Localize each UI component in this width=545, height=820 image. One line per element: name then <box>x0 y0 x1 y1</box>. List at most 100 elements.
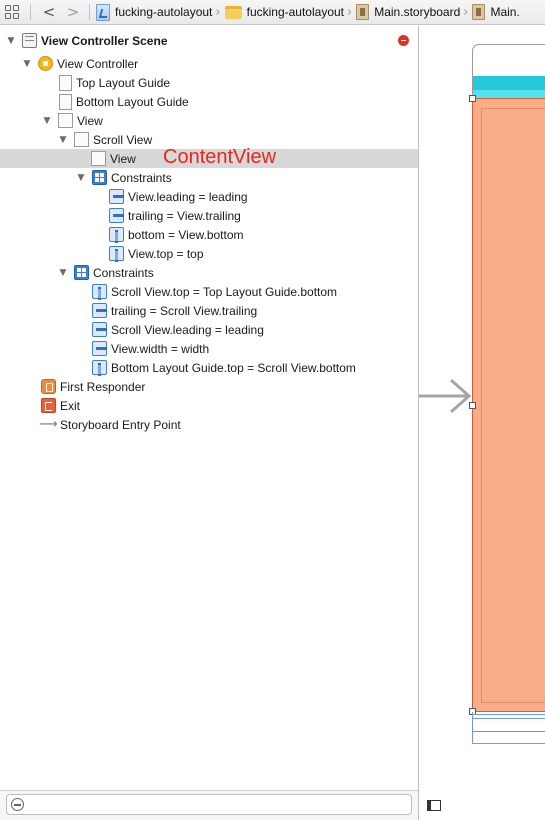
outline-row-label: Constraints <box>93 265 154 280</box>
horizontal-constraint-icon <box>92 322 107 337</box>
breadcrumb-label: Main. <box>490 5 520 19</box>
breadcrumb-storyboard[interactable]: Main.storyboard › <box>356 4 472 20</box>
outline-row-bottom-layout-guide[interactable]: Bottom Layout Guide <box>0 92 418 111</box>
error-indicator-icon[interactable] <box>398 35 409 46</box>
related-items-grid-icon[interactable] <box>5 5 21 19</box>
vertical-constraint-icon <box>92 284 107 300</box>
content-view-canvas[interactable] <box>481 108 545 703</box>
outline-row-constraint[interactable]: trailing = Scroll View.trailing <box>0 301 418 320</box>
outline-row-label: View <box>110 151 136 166</box>
outline-row-exit[interactable]: Exit <box>0 396 418 415</box>
resize-handle[interactable] <box>469 95 476 102</box>
width-constraint-icon <box>92 341 107 356</box>
outline-row-first-responder[interactable]: First Responder <box>0 377 418 396</box>
entry-arrow-icon: ⟶ <box>39 417 58 432</box>
horizontal-constraint-icon <box>109 208 124 223</box>
scroll-view-canvas[interactable] <box>472 98 545 712</box>
outline-row-scroll-view[interactable]: ▼ Scroll View <box>0 130 418 149</box>
resize-handle[interactable] <box>469 402 476 409</box>
disclosure-triangle-icon[interactable]: ▼ <box>59 267 67 278</box>
toolbar-divider <box>30 4 31 20</box>
horizontal-constraint-icon <box>109 189 124 204</box>
breadcrumb-group[interactable]: fucking-autolayout › <box>224 4 357 20</box>
disclosure-triangle-icon[interactable]: ▼ <box>23 58 31 69</box>
storyboard-entry-arrow-icon[interactable] <box>419 378 473 414</box>
exit-icon <box>41 398 56 413</box>
outline-row-top-layout-guide[interactable]: Top Layout Guide <box>0 73 418 92</box>
outline-row-constraints[interactable]: ▼ Constraints <box>0 168 418 187</box>
breadcrumb-label: fucking-autolayout <box>246 5 345 19</box>
outline-row-view-controller[interactable]: ▼ View Controller <box>0 54 418 73</box>
horizontal-constraint-icon <box>92 303 107 318</box>
filter-icon <box>11 798 24 811</box>
storyboard-icon <box>472 4 486 20</box>
outline-row-label: Scroll View.top = Top Layout Guide.botto… <box>111 284 338 299</box>
top-layout-guide-area <box>473 90 545 99</box>
breadcrumb-label: fucking-autolayout <box>115 5 213 19</box>
panel-divider[interactable] <box>418 26 419 820</box>
outline-row-constraint[interactable]: trailing = View.trailing <box>0 206 418 225</box>
outline-row-label: View Controller Scene <box>41 33 168 48</box>
jump-bar: < > fucking-autolayout › fucking-autolay… <box>0 0 545 25</box>
outline-row-label: View Controller <box>57 56 139 71</box>
outline-row-view-controller-scene[interactable]: ▼ View Controller Scene <box>0 31 418 50</box>
storyboard-icon <box>356 4 370 20</box>
outline-row-constraint[interactable]: Bottom Layout Guide.top = Scroll View.bo… <box>0 358 418 377</box>
project-icon <box>96 3 110 21</box>
outline-row-content-view[interactable]: View <box>0 149 418 168</box>
scene-icon <box>22 33 37 48</box>
view-icon <box>58 113 73 128</box>
outline-row-label: Bottom Layout Guide.top = Scroll View.bo… <box>111 360 356 375</box>
vertical-constraint-icon <box>109 227 124 243</box>
disclosure-triangle-icon[interactable]: ▼ <box>43 115 51 126</box>
outline-row-label: Scroll View <box>93 132 153 147</box>
view-icon <box>74 132 89 147</box>
disclosure-triangle-icon[interactable]: ▼ <box>7 35 15 46</box>
show-outline-toggle-icon[interactable] <box>427 800 441 811</box>
outline-row-label: Top Layout Guide <box>76 75 171 90</box>
layout-guide-icon <box>59 93 72 110</box>
outline-row-label: Bottom Layout Guide <box>76 94 189 109</box>
outline-row-constraint[interactable]: View.top = top <box>0 244 418 263</box>
view-controller-icon <box>38 56 53 71</box>
outline-row-label: trailing = Scroll View.trailing <box>111 303 258 318</box>
outline-row-label: View.leading = leading <box>128 189 248 204</box>
disclosure-triangle-icon[interactable]: ▼ <box>59 134 67 145</box>
outline-row-label: Scroll View.leading = leading <box>111 322 264 337</box>
outline-row-constraint[interactable]: View.width = width <box>0 339 418 358</box>
content-view-annotation: ContentView <box>163 146 277 168</box>
layout-guide-icon <box>59 74 72 91</box>
outline-row-view[interactable]: ▼ View <box>0 111 418 130</box>
chevron-right-icon: › <box>463 4 469 20</box>
vertical-constraint-icon <box>109 246 124 262</box>
outline-row-label: trailing = View.trailing <box>128 208 241 223</box>
outline-row-label: First Responder <box>60 379 146 394</box>
outline-row-label: View <box>77 113 103 128</box>
vertical-constraint-icon <box>92 360 107 376</box>
outline-row-constraint[interactable]: Scroll View.top = Top Layout Guide.botto… <box>0 282 418 301</box>
chevron-right-icon: › <box>347 4 353 20</box>
first-responder-icon <box>41 379 56 394</box>
outline-row-label: bottom = View.bottom <box>128 227 244 242</box>
breadcrumb-label: Main.storyboard <box>374 5 461 19</box>
status-bar-area <box>473 76 545 90</box>
outline-row-storyboard-entry-point[interactable]: ⟶ Storyboard Entry Point <box>0 415 418 434</box>
breadcrumb-project[interactable]: fucking-autolayout › <box>96 3 225 21</box>
view-icon <box>91 151 106 166</box>
outline-row-label: View.width = width <box>111 341 210 356</box>
constraints-icon <box>74 265 89 280</box>
outline-row-label: Constraints <box>111 170 172 185</box>
outline-row-constraint[interactable]: View.leading = leading <box>0 187 418 206</box>
filter-field[interactable] <box>6 794 412 815</box>
forward-button[interactable]: > <box>66 3 80 21</box>
outline-row-label: View.top = top <box>128 246 204 261</box>
outline-row-constraint[interactable]: Scroll View.leading = leading <box>0 320 418 339</box>
breadcrumb-storyboard-base[interactable]: Main. <box>472 4 520 20</box>
disclosure-triangle-icon[interactable]: ▼ <box>77 172 85 183</box>
folder-icon <box>224 5 242 19</box>
toolbar-divider <box>89 4 90 20</box>
outline-row-label: Storyboard Entry Point <box>60 417 181 432</box>
back-button[interactable]: < <box>42 3 56 21</box>
outline-row-constraints[interactable]: ▼ Constraints <box>0 263 418 282</box>
outline-row-constraint[interactable]: bottom = View.bottom <box>0 225 418 244</box>
